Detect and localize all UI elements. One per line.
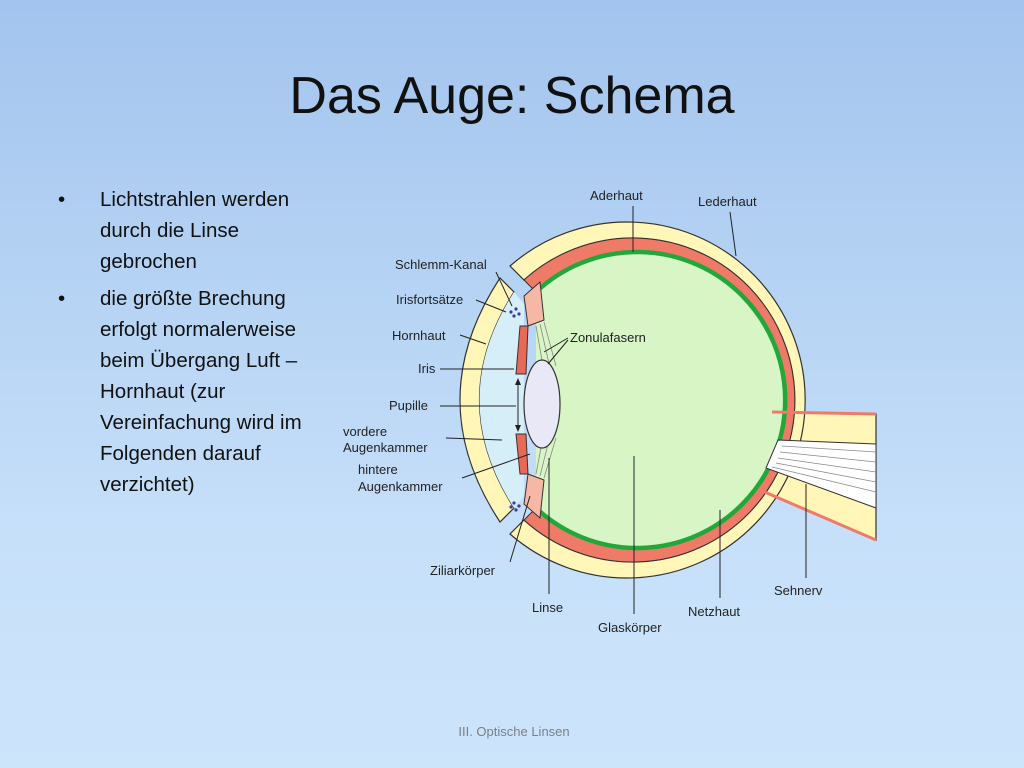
label-zonulafasern: Zonulafasern [570, 330, 646, 345]
label-sehnerv: Sehnerv [774, 583, 823, 598]
label-vordere-augenkammer-1: vordere [343, 424, 387, 439]
bullet-list: • Lichtstrahlen werden durch die Linse g… [58, 184, 328, 506]
label-irisfortsaetze: Irisfortsätze [396, 292, 463, 307]
label-ziliarkoerper: Ziliarkörper [430, 563, 496, 578]
optic-nerve-edge-line [772, 412, 876, 414]
label-aderhaut: Aderhaut [590, 188, 643, 203]
label-hintere-augenkammer-2: Augenkammer [358, 479, 443, 494]
label-schlemm-kanal: Schlemm-Kanal [395, 257, 487, 272]
label-hornhaut: Hornhaut [392, 328, 446, 343]
ciliary-body-lower [524, 474, 544, 518]
bullet-symbol: • [58, 283, 65, 314]
bullet-text: Lichtstrahlen werden durch die Linse geb… [100, 188, 289, 273]
label-netzhaut: Netzhaut [688, 604, 740, 619]
bullet-item: • die größte Brechung erfolgt normalerwe… [58, 283, 328, 500]
label-linse: Linse [532, 600, 563, 615]
bullet-text: die größte Brechung erfolgt normalerweis… [100, 287, 302, 496]
label-vordere-augenkammer-2: Augenkammer [343, 440, 428, 455]
eye-diagram: Aderhaut Lederhaut Schlemm-Kanal Irisfor… [330, 180, 880, 640]
bullet-item: • Lichtstrahlen werden durch die Linse g… [58, 184, 328, 277]
label-glaskoerper: Glaskörper [598, 620, 662, 635]
leader-line-lederhaut [730, 212, 736, 256]
label-pupille: Pupille [389, 398, 428, 413]
ciliary-body-upper [524, 282, 544, 326]
label-lederhaut: Lederhaut [698, 194, 757, 209]
label-iris: Iris [418, 361, 436, 376]
lens [524, 360, 560, 448]
slide-title: Das Auge: Schema [0, 64, 1024, 128]
bullet-symbol: • [58, 184, 65, 215]
slide-footer: III. Optische Linsen [0, 724, 1024, 739]
label-hintere-augenkammer-1: hintere [358, 462, 398, 477]
